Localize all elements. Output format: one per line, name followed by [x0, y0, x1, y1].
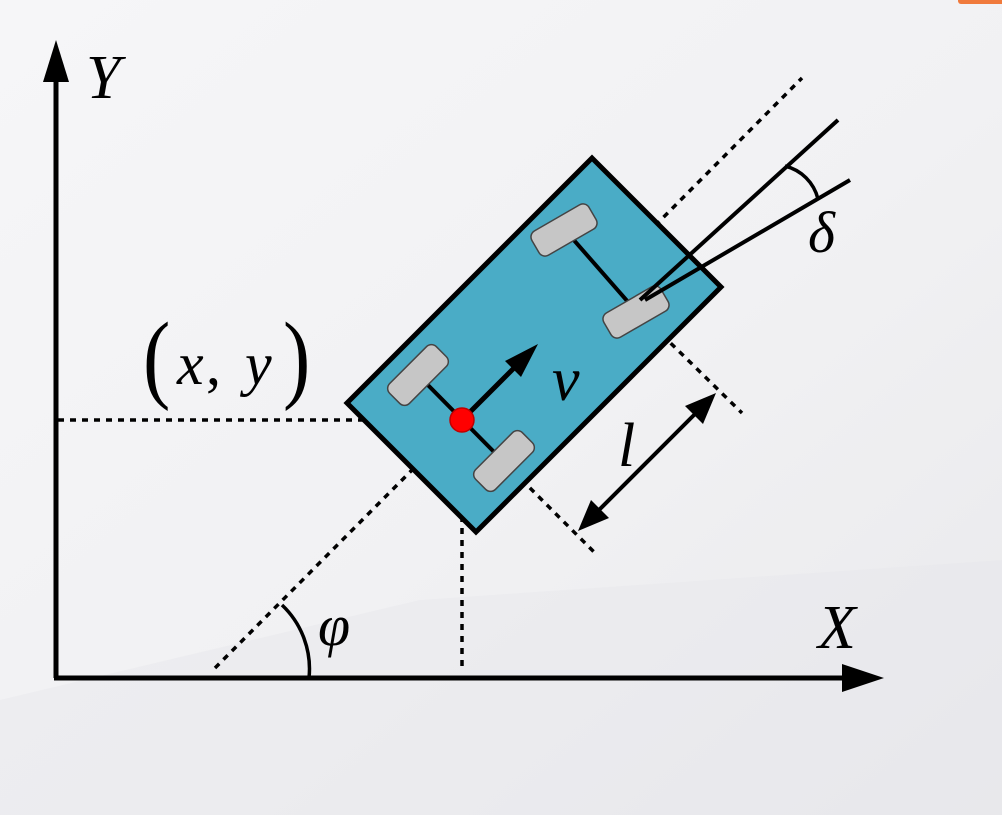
front-axle	[563, 228, 638, 313]
heading-angle-arc	[280, 603, 312, 679]
background-shade	[0, 560, 1002, 815]
x-axis-arrow	[842, 664, 884, 692]
position-label: ( x , y )	[143, 302, 310, 412]
position-comma: ,	[206, 331, 221, 397]
front-right-wheel	[602, 285, 670, 339]
steering-angle-arc	[784, 164, 820, 200]
position-x: x	[176, 331, 204, 397]
car-body	[343, 154, 725, 536]
x-axis-label: X	[815, 594, 858, 662]
wheelbase-label: l	[618, 412, 635, 480]
front-axle-extension	[643, 316, 744, 415]
wheelbase-arrow-shaft	[595, 412, 697, 514]
velocity-arrow-head	[505, 344, 538, 377]
wheels	[386, 203, 670, 493]
heading-angle-label: φ	[318, 593, 350, 658]
position-open-paren: (	[143, 302, 170, 412]
steering-lines	[638, 118, 852, 302]
position-y: y	[239, 331, 272, 397]
wheel-direction-line	[638, 118, 840, 302]
wheelbase-arrow-head-end	[685, 393, 716, 424]
velocity-arrow-shaft	[460, 362, 520, 422]
position-close-paren: )	[283, 302, 310, 412]
reference-point	[449, 407, 475, 433]
rear-right-wheel	[472, 429, 536, 493]
y-axis-label: Y	[86, 44, 126, 112]
y-axis-arrow	[43, 40, 69, 82]
corner-accent	[958, 0, 1002, 4]
front-left-wheel	[530, 203, 598, 257]
rear-left-wheel	[386, 343, 450, 407]
steering-angle-label: δ	[808, 200, 836, 265]
velocity-label: v	[552, 346, 580, 414]
wheelbase-arrow-head-start	[578, 500, 609, 531]
rear-axle-extension	[460, 418, 598, 556]
steered-direction-line	[643, 178, 852, 302]
